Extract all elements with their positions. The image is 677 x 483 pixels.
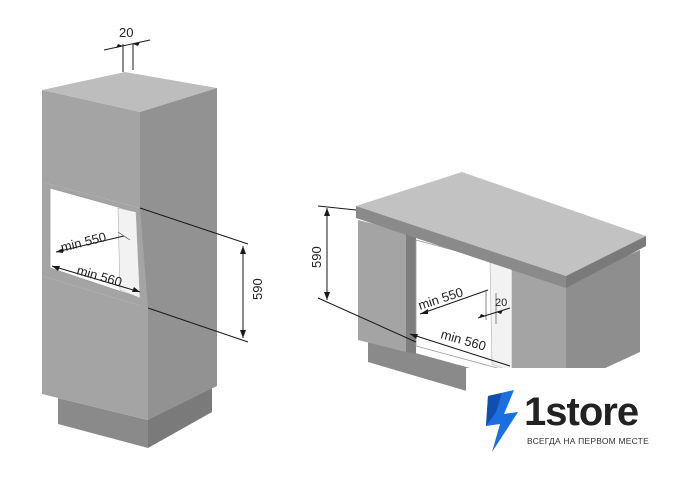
logo-wordmark: 1store	[524, 390, 639, 434]
tall-cabinet-lower-door	[42, 276, 148, 420]
under-dim-height: 590	[309, 246, 324, 268]
under-counter-plinth	[368, 340, 470, 392]
worktop-top	[356, 172, 646, 276]
tall-cabinet-niche-back	[117, 207, 141, 299]
logo-tagline: ВСЕГДА НА ПЕРВОМ МЕСТЕ	[527, 436, 649, 446]
tall-cabinet-plinth-side	[148, 384, 212, 448]
under-counter-right-front	[512, 268, 566, 386]
under-counter-cabinet	[356, 172, 646, 392]
under-counter-right-side	[566, 250, 640, 386]
under-counter-dimensions	[317, 205, 511, 367]
lightning-bolt-icon	[486, 390, 518, 452]
under-counter-niche-back	[489, 261, 513, 373]
store-logo: 1store ВСЕГДА НА ПЕРВОМ МЕСТЕ	[466, 368, 677, 483]
worktop-side-edge	[566, 236, 646, 288]
tall-cabinet-upper-door	[42, 90, 140, 208]
tall-dim-depth-gap: 20	[119, 25, 133, 40]
tall-cabinet-dimensions	[51, 39, 249, 343]
tall-cabinet-side-panel	[140, 88, 217, 420]
under-counter-left-front	[358, 220, 406, 352]
tall-cabinet	[42, 72, 217, 448]
tall-cabinet-top	[42, 72, 217, 112]
under-dim-depth-gap: 20	[495, 297, 507, 309]
under-counter-left-side	[406, 232, 416, 354]
worktop-front-edge	[356, 206, 566, 288]
tall-cabinet-plinth	[58, 398, 148, 448]
tall-dim-height: 590	[250, 278, 265, 300]
